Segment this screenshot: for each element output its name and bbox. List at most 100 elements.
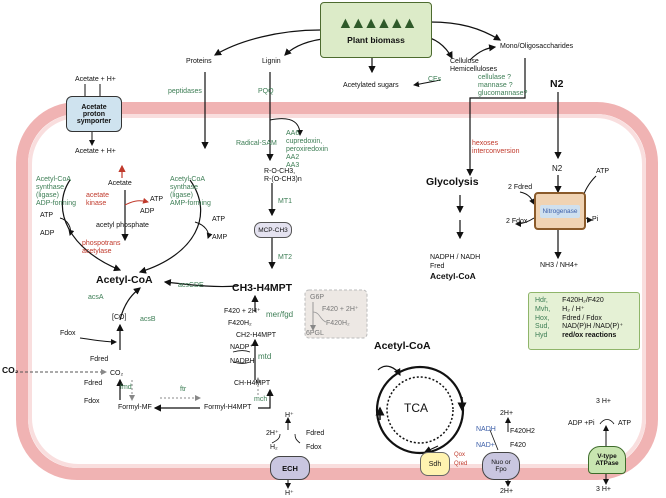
- nadh-label: NADH: [476, 426, 496, 433]
- acsa-label: acsA: [88, 294, 104, 301]
- atp-left-label: ATP: [40, 212, 54, 219]
- n2-external-label: N2: [550, 78, 564, 90]
- acsb-label: acsB: [140, 316, 156, 323]
- f420h2-label: F420H₂: [228, 320, 252, 327]
- mt1-label: MT1: [278, 198, 292, 205]
- ech-label: ECH: [282, 463, 298, 473]
- legend-key-hyd: Hyd: [535, 332, 548, 339]
- mch-label: mch: [254, 396, 268, 403]
- co2-external-label: CO₂: [2, 365, 19, 375]
- nh3-nh4-label: NH3 / NH4+: [540, 262, 578, 269]
- acetate-h-bottom-label: Acetate + H+: [75, 148, 116, 155]
- phosphotransacetylase-label: phospotrans acetylase: [82, 240, 121, 256]
- legend-key-mvh: Mvh,: [535, 305, 551, 313]
- acetyl-phosphate-label: acetyl phosphate: [96, 222, 149, 229]
- acscde-label: acsCDE: [178, 282, 204, 289]
- mono-oligosaccharides-label: Mono/Oligosaccharides: [500, 43, 574, 50]
- acetylated-sugars-label: Acetylated sugars: [343, 82, 399, 89]
- ech-h-bottom-label: H⁺: [285, 490, 294, 497]
- formyl-mf-label: Formyl-MF: [118, 404, 152, 411]
- proteins-label: Proteins: [186, 58, 212, 65]
- legend-box: Hdr, Mvh, Hox, Sud, Hyd F420H₂/F420 H₂ /…: [528, 292, 640, 350]
- ech-box: ECH: [270, 456, 310, 480]
- r-och3-label: R-O-CH3, R-(O-CH3)n: [264, 168, 302, 184]
- acetate-h-top-label: Acetate + H+: [75, 76, 116, 83]
- vtype-3h-bottom-label: 3 H+: [596, 486, 611, 493]
- ech-h-top-label: H⁺: [285, 412, 294, 419]
- ech-2h-label: 2H⁺: [266, 430, 279, 437]
- nuo-2h-bottom-label: 2H+: [500, 488, 514, 495]
- mcp-ch3-box: MCP-CH3: [254, 222, 292, 238]
- adp-kinase-label: ADP: [140, 208, 155, 215]
- glycolysis-acetyl-coa-label: Acetyl-CoA: [430, 271, 476, 281]
- ftr-label: ftr: [180, 386, 187, 393]
- co2-small-label: CO₂: [110, 370, 124, 377]
- v-type-atpase-box: V-type ATPase: [588, 446, 626, 474]
- co-bracket-label: [CO]: [112, 314, 127, 321]
- glycolysis-label: Glycolysis: [426, 176, 479, 188]
- legend-val-mvh: H₂ / H⁺: [562, 305, 585, 313]
- tca-acetyl-coa-label: Acetyl-CoA: [374, 340, 431, 352]
- amp-right-label: AMP: [212, 234, 228, 241]
- acetate-symporter-box: Acetate proton symporter: [66, 96, 122, 132]
- g6p-box: [304, 289, 368, 339]
- fdox-1-label: Fdox: [60, 330, 76, 337]
- ech-h2-label: H₂: [270, 444, 278, 451]
- cell-membrane: [16, 102, 658, 480]
- nuo-fpo-box: Nuo or Fpo: [482, 452, 520, 480]
- pqq-label: PQQ: [258, 88, 274, 95]
- g6p-label: G6P: [310, 294, 325, 301]
- v-type-atpase-label: V-type ATPase: [595, 453, 619, 467]
- peptidases-label: peptidases: [168, 88, 202, 95]
- nuo-2h-top-label: 2H+: [500, 410, 514, 417]
- 2-fdred-label: 2 Fdred: [508, 184, 533, 191]
- radical-sam-label: Radical-SAM: [236, 140, 277, 147]
- legend-key-hox: Hox,: [535, 314, 550, 322]
- hexoses-interconversion-label: hexoses interconversion: [472, 140, 520, 156]
- synthase-amp-label: Acetyl-CoA synthase (ligase) AMP-forming: [170, 176, 211, 208]
- pi-label: Pi: [592, 216, 599, 223]
- mt2-label: MT2: [278, 254, 292, 261]
- cellulose-label: Cellulose Hemicelluloses: [450, 58, 498, 74]
- ch3-h4mpt-label: CH3-H4MPT: [232, 282, 293, 294]
- n2-internal-label: N2: [552, 164, 563, 173]
- nuo-f420-label: F420: [510, 442, 526, 449]
- ch2-h4mpt-label: CH2-H4MPT: [236, 332, 277, 339]
- atp-kinase-label: ATP: [150, 196, 164, 203]
- mer-fgd-label: mer/fgd: [266, 310, 294, 319]
- 6pgl-label: 6PGL: [306, 330, 324, 337]
- mtd-label: mtd: [258, 352, 272, 361]
- plant-biomass-box: ▲▲▲▲▲▲ Plant biomass: [320, 2, 432, 58]
- fred-label: Fred: [430, 263, 445, 270]
- nitrogenase-box: Nitrogenase: [534, 192, 586, 230]
- acetate-kinase-label: acetate kinase: [86, 192, 109, 208]
- legend-val-hox: Fdred / Fdox: [562, 314, 602, 322]
- nitrogenase-atp-label: ATP: [596, 168, 610, 175]
- vtype-atp-label: ATP: [618, 420, 632, 427]
- legend-key-sud: Sud,: [535, 323, 550, 331]
- fdox-2-label: Fdox: [84, 398, 100, 405]
- trees-icon: ▲▲▲▲▲▲: [337, 14, 417, 32]
- fdred-1-label: Fdred: [90, 356, 109, 363]
- ech-fdox-label: Fdox: [306, 444, 322, 451]
- adp-pi-label: ADP +Pi: [568, 420, 595, 427]
- vtype-3h-top-label: 3 H+: [596, 398, 611, 405]
- sdh-label: Sdh: [428, 460, 442, 468]
- g6p-f420-label: F420 + 2H⁺: [322, 306, 359, 313]
- nad-label: NAD+: [476, 442, 495, 449]
- acetyl-coa-label: Acetyl-CoA: [96, 274, 153, 286]
- acetate-symporter-label: Acetate proton symporter: [76, 103, 112, 125]
- nadph-nadh-label: NADPH / NADH: [430, 254, 481, 261]
- sdh-box: Sdh: [420, 452, 450, 476]
- lignin-label: Lignin: [262, 58, 281, 65]
- legend-val-sud: NAD(P)H /NAD(P)⁺: [562, 323, 624, 331]
- formyl-h4mpt-label: Formyl-H4MPT: [204, 404, 252, 411]
- legend-val-hyd: red/ox reactions: [562, 332, 617, 339]
- fdred-2-label: Fdred: [84, 380, 103, 387]
- nadp-label: NADP⁺: [230, 344, 254, 351]
- nadph-label: NADPH: [230, 358, 255, 365]
- mcp-ch3-label: MCP-CH3: [258, 226, 288, 234]
- legend-key-hdr: Hdr,: [535, 297, 548, 304]
- legend-val-hdr: F420H₂/F420: [562, 297, 604, 304]
- nuo-fpo-label: Nuo or Fpo: [491, 459, 511, 473]
